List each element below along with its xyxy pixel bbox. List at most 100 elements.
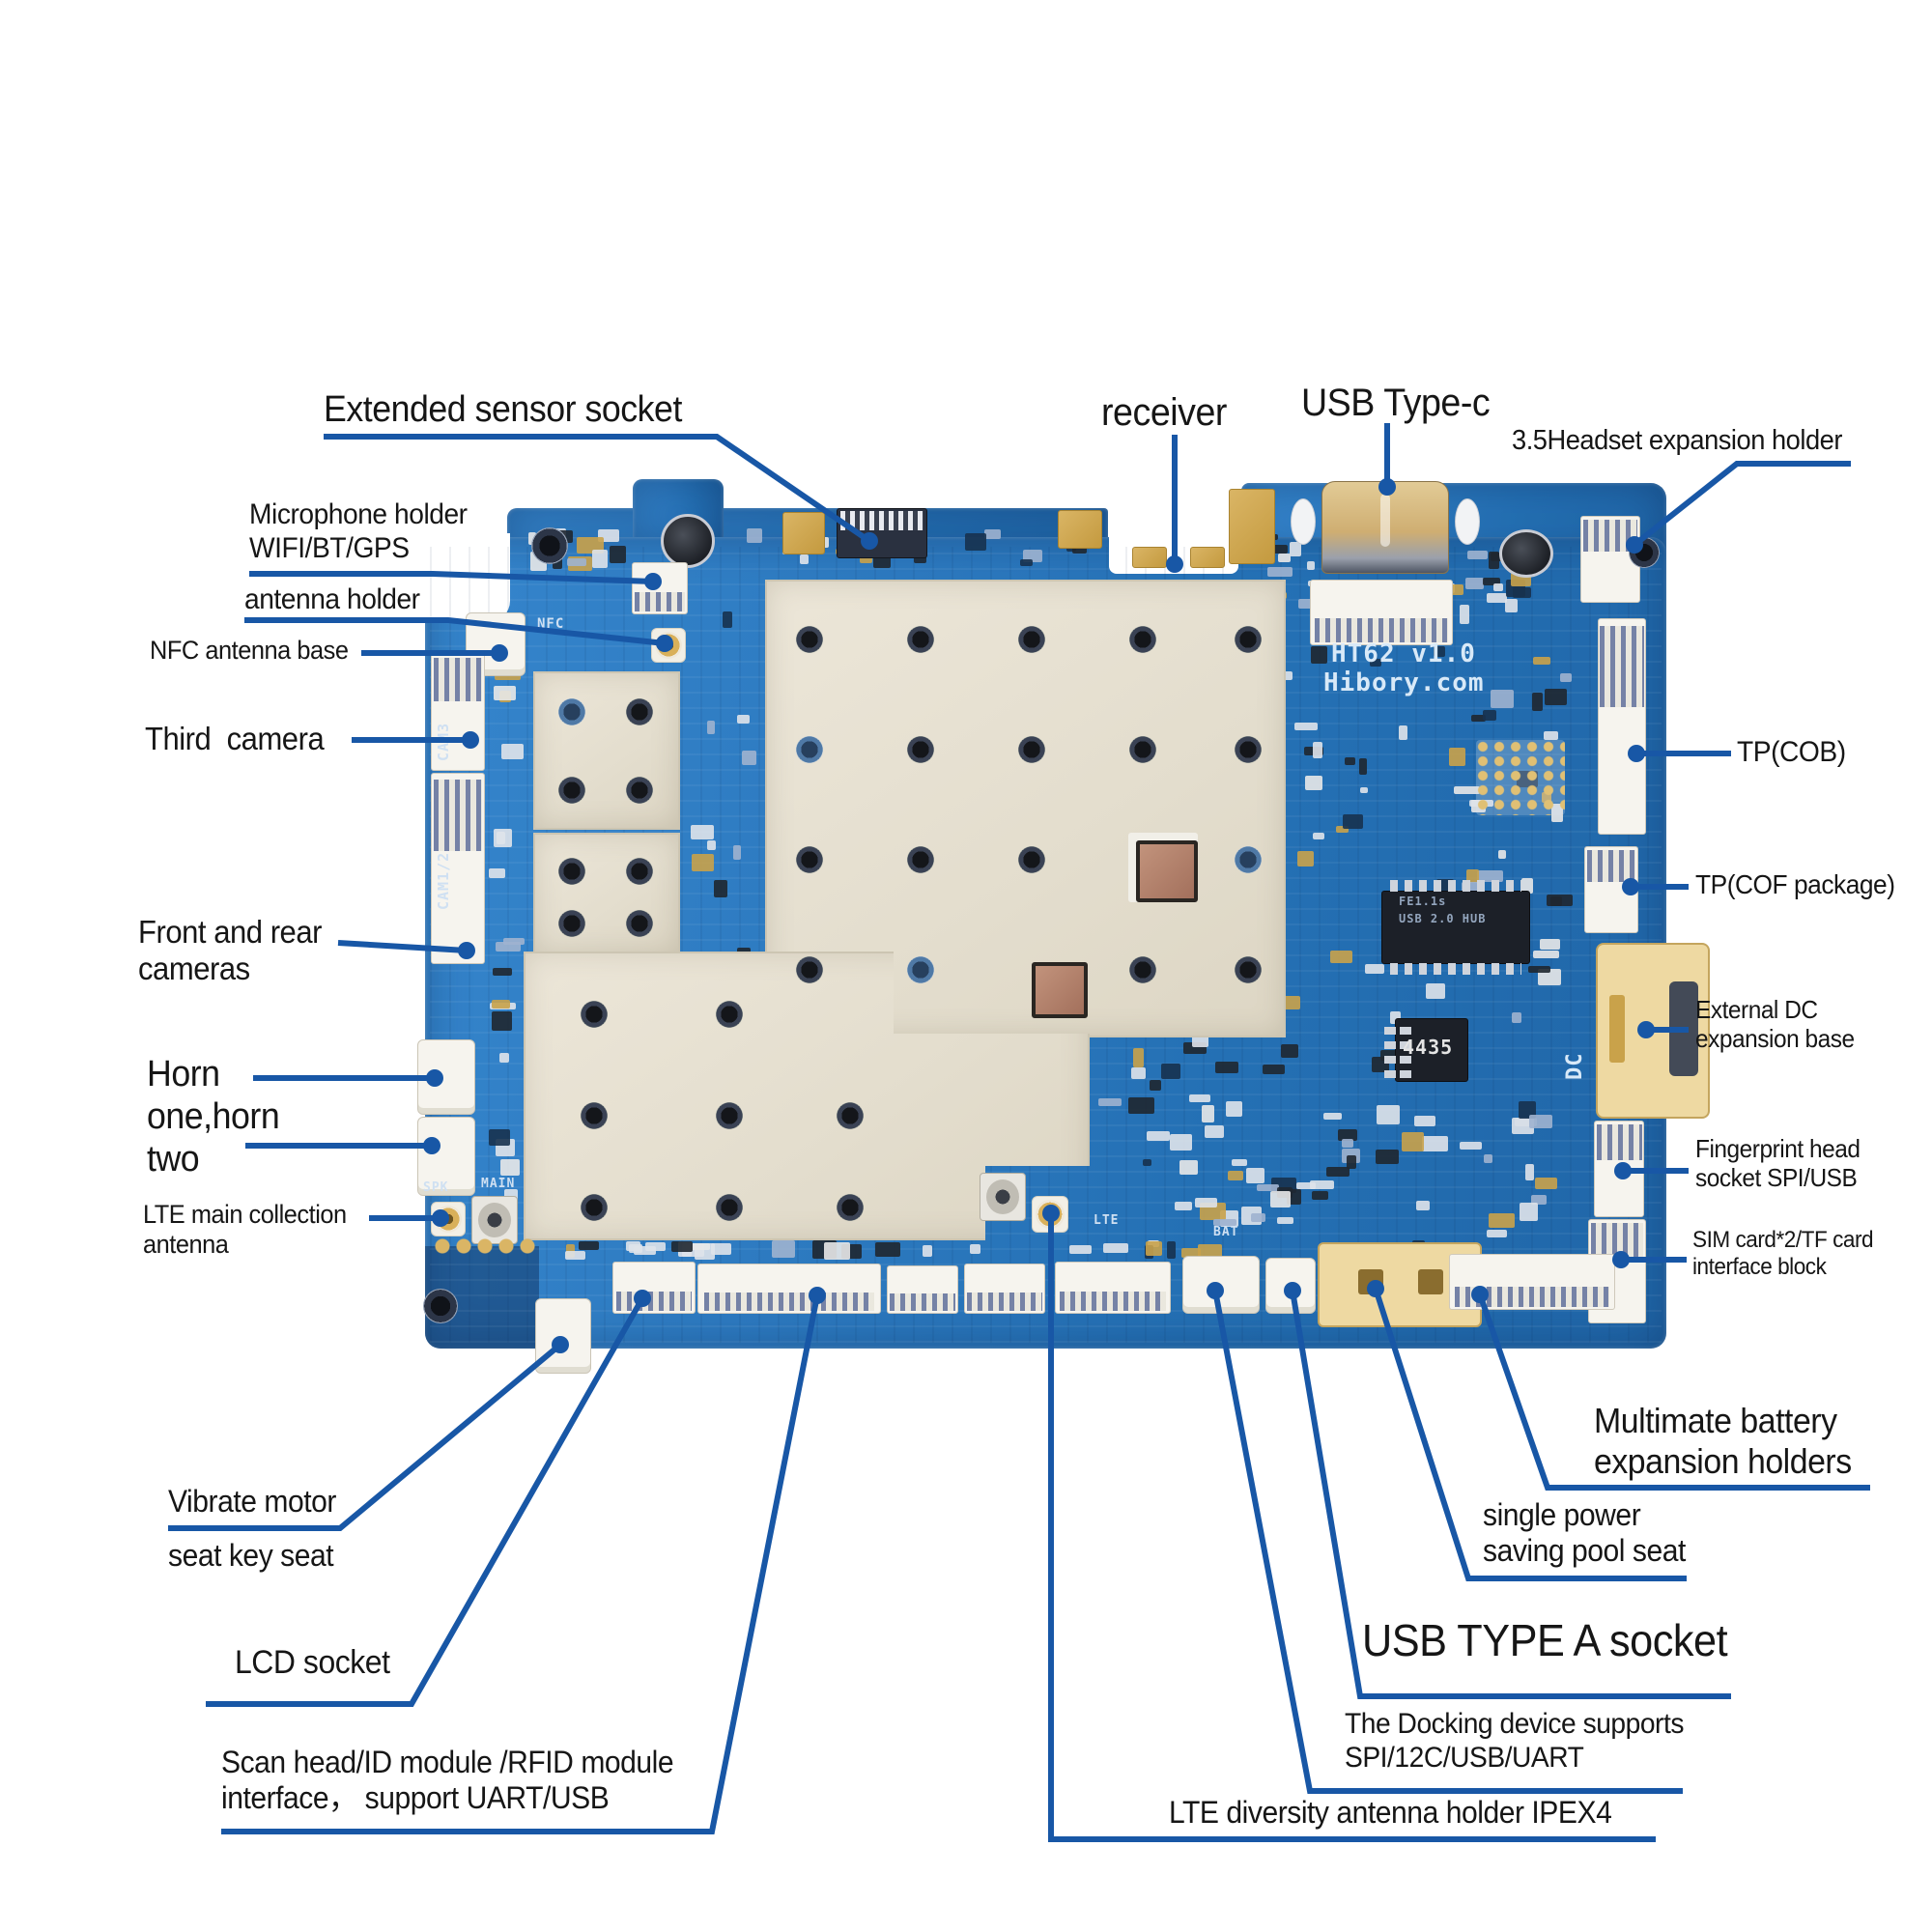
label-fingerprint-head-socket: Fingerprint head socket SPI/USB — [1695, 1134, 1861, 1193]
shield-hole — [1018, 846, 1045, 873]
smd-part — [1545, 688, 1568, 706]
smd-part — [1541, 792, 1551, 804]
smd-part — [494, 828, 513, 847]
nfc-connector — [466, 612, 526, 676]
smd-part — [1410, 627, 1424, 637]
smd-part — [747, 527, 762, 543]
sim-tf-connector — [1588, 1219, 1646, 1323]
bottom-fpc-4-pins — [890, 1293, 955, 1311]
smd-part — [1115, 691, 1138, 707]
cam3-connector-pins — [433, 657, 483, 702]
smd-part — [1237, 858, 1252, 872]
smd-part — [1544, 730, 1558, 741]
smd-part — [1194, 1198, 1217, 1208]
smd-part — [1020, 558, 1034, 567]
shield-hole — [907, 846, 934, 873]
smd-part — [731, 1015, 758, 1035]
smd-part — [1497, 850, 1507, 860]
smd-part — [1336, 825, 1349, 833]
receiver-pad-2 — [1190, 547, 1225, 568]
silkscreen-text: HT62 v1.0 — [1331, 639, 1476, 668]
smd-part — [922, 1245, 932, 1258]
smd-part — [1540, 938, 1560, 950]
smd-part — [1397, 1065, 1417, 1081]
smd-part — [1312, 741, 1323, 758]
label-headset-expansion-holder: 3.5Headset expansion holder — [1512, 425, 1842, 456]
smd-part — [644, 1241, 667, 1251]
smd-part — [1533, 951, 1560, 959]
bronze-comp-2 — [1032, 962, 1088, 1018]
leader-line-lcd-socket — [206, 1296, 645, 1707]
leader-dot-extended-sensor-socket — [861, 532, 878, 550]
microphone-connector — [632, 562, 688, 614]
smd-part — [737, 1144, 749, 1153]
leader-dot-lte-main-collection-antenna — [432, 1209, 449, 1227]
label-nfc-antenna-base: NFC antenna base — [150, 636, 349, 665]
smd-part — [1226, 1100, 1242, 1118]
label-vibrate-motor-seat: seat key seat — [168, 1538, 334, 1573]
leader-dot-lcd-socket — [634, 1290, 651, 1307]
shield-hole — [907, 736, 934, 763]
smd-part — [1483, 709, 1496, 721]
shield-hole — [626, 777, 653, 804]
label-single-power-saving-pool-seat: single power saving pool seat — [1483, 1497, 1686, 1569]
silkscreen-text: FE1.1s — [1399, 895, 1447, 908]
smd-part — [1214, 778, 1225, 788]
smd-part — [1338, 1129, 1358, 1142]
label-receiver: receiver — [1101, 391, 1227, 434]
smd-part — [686, 1243, 711, 1250]
smd-part — [1401, 637, 1412, 644]
leader-line-extended-sensor-socket — [324, 434, 871, 544]
smd-part — [1293, 722, 1318, 730]
smd-part — [1231, 1159, 1248, 1166]
smd-part — [1329, 950, 1352, 964]
shield-hole — [907, 626, 934, 653]
leader-line-usb-type-a-socket — [1290, 1290, 1731, 1699]
leader-dot-docking-device — [1207, 1282, 1224, 1299]
smd-part — [530, 552, 548, 571]
smd-part — [1297, 850, 1314, 867]
smd-part — [1251, 582, 1260, 600]
smd-part — [1133, 1047, 1144, 1067]
smd-part — [567, 557, 587, 566]
label-lte-diversity-ipex4: LTE diversity antenna holder IPEX4 — [1169, 1795, 1612, 1830]
smd-part — [1204, 1125, 1225, 1138]
label-usb-type-c: USB Type-c — [1301, 382, 1491, 424]
smd-part — [494, 685, 516, 701]
smd-part — [1153, 714, 1163, 733]
leader-dot-fingerprint-head-socket — [1614, 1162, 1632, 1179]
smd-part — [492, 967, 513, 977]
shield-hole — [837, 1194, 864, 1221]
shield-hole — [1235, 956, 1262, 983]
smd-part — [1560, 673, 1572, 682]
ipex4-trimmer — [980, 1173, 1026, 1221]
smd-part — [918, 1055, 936, 1074]
smd-part — [1161, 1063, 1181, 1079]
smd-part — [703, 1136, 731, 1146]
headset-connector-pins — [1582, 519, 1638, 553]
pcb-trace-texture — [430, 547, 1662, 1343]
smd-part — [688, 1156, 716, 1168]
smd-part — [1190, 1020, 1200, 1033]
smd-part — [873, 552, 891, 569]
smd-part — [730, 1129, 745, 1144]
smd-part — [1487, 1230, 1508, 1237]
silkscreen-text: BAT — [1213, 1225, 1239, 1239]
smd-part — [1344, 613, 1361, 622]
smd-part — [1164, 846, 1190, 860]
smd-part — [1194, 681, 1205, 689]
pcb-main-body — [425, 537, 1666, 1349]
pcb-microphone-tab — [633, 479, 724, 549]
receiver-pad-1 — [1132, 547, 1167, 568]
smd-part — [701, 1191, 727, 1198]
smd-part — [1411, 559, 1432, 574]
leader-dot-tp-cof-package — [1622, 878, 1639, 895]
bottom-fpc-5 — [964, 1264, 1045, 1314]
usb-hub-chip-pins — [1389, 963, 1522, 975]
smd-part — [900, 1104, 916, 1120]
left-lower-rf-shield — [533, 833, 680, 955]
smd-part — [1528, 1115, 1553, 1128]
gold-pad-row — [433, 1236, 541, 1258]
